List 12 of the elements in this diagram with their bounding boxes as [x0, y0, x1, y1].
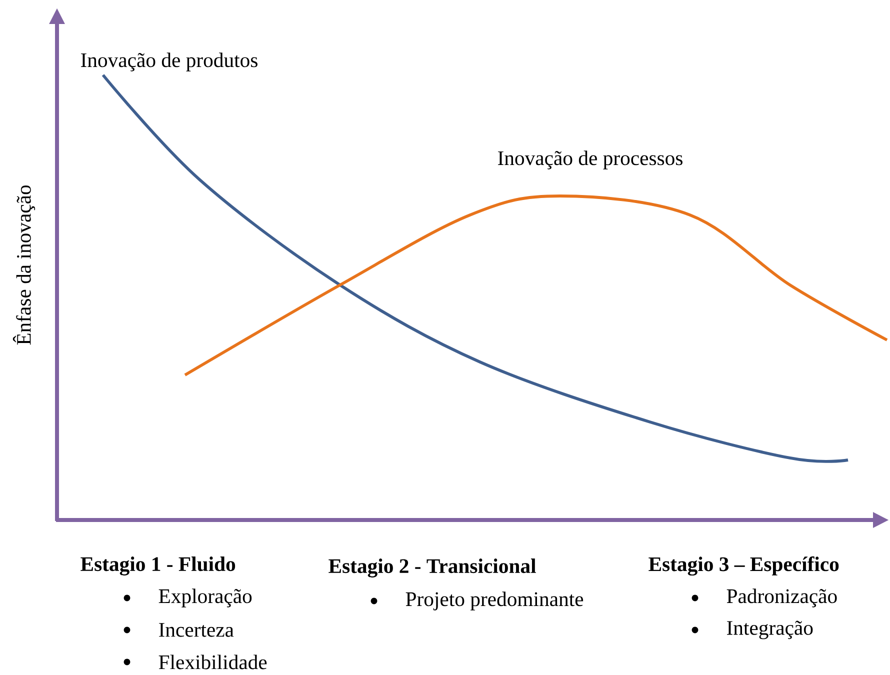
bullet-text: Padronização [726, 588, 837, 608]
bullet-text: Integração [727, 620, 813, 640]
axis-label: Ênfase da inovação [12, 185, 36, 345]
stage-heading: Estagio 2 - Transicional [328, 558, 536, 578]
stage-heading: Estagio 1 - Fluido [80, 556, 236, 576]
curve-label: Inovação de processos [498, 150, 682, 170]
curve-label: Inovação de produtos [81, 52, 258, 72]
bullet-text: Projeto predominante [406, 592, 584, 610]
bullet-text: Flexibilidade [158, 654, 267, 670]
bullet-text: Exploração [158, 588, 252, 608]
bullet-text: Incerteza [159, 623, 234, 637]
stage-heading: Estagio 3 – Específico [648, 556, 839, 576]
